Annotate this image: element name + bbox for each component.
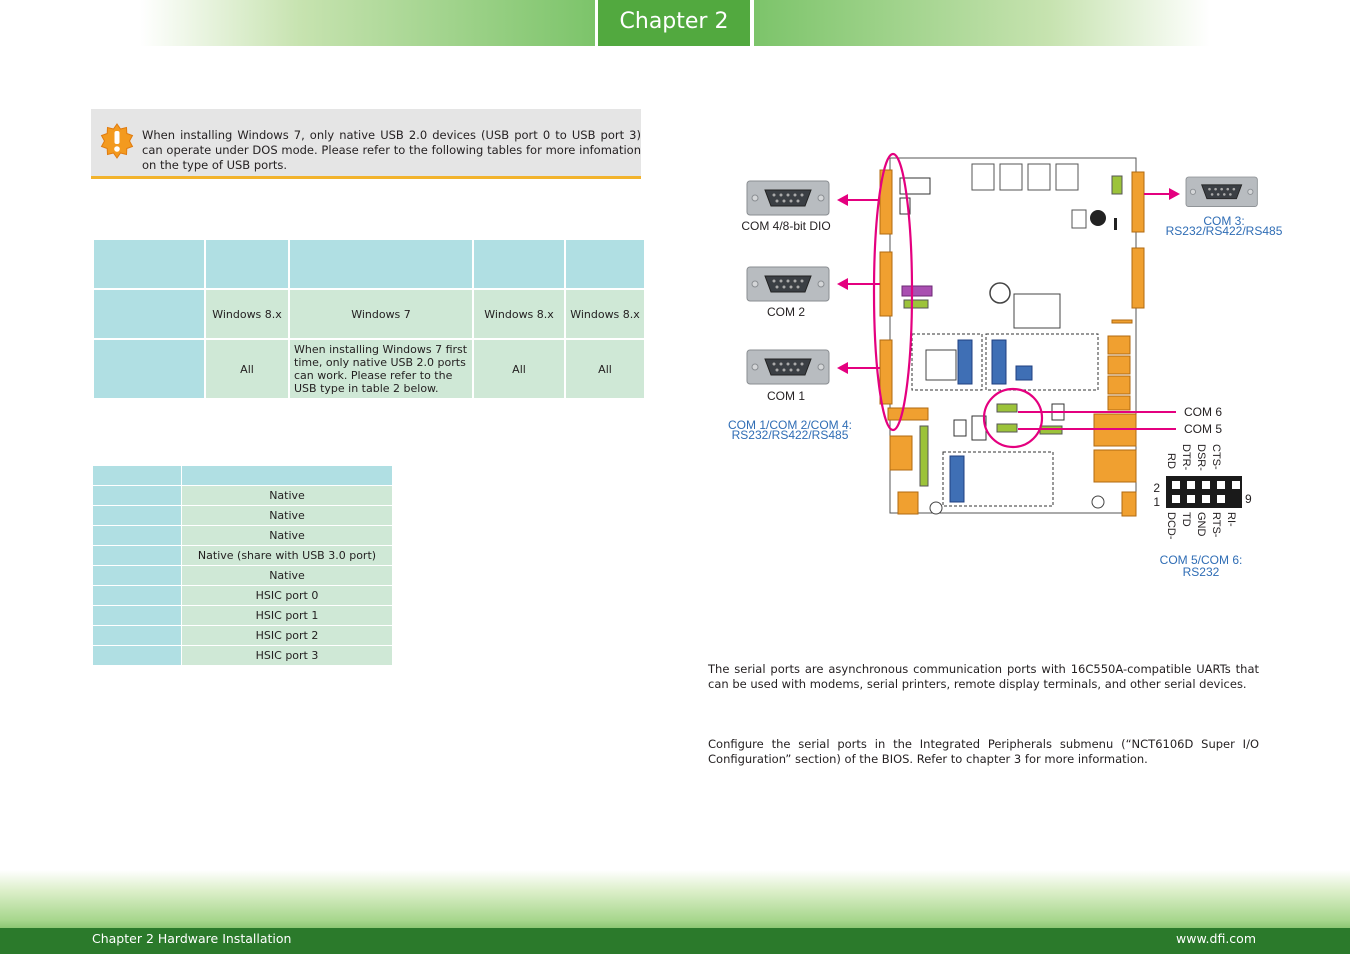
table-row: Windows 8.x Windows 7 Windows 8.x Window…	[92, 288, 646, 340]
table-cell	[472, 238, 566, 290]
table-cell: All	[204, 338, 290, 400]
com4-label: COM 4/8-bit DIO	[741, 219, 830, 233]
table-cell	[92, 505, 182, 526]
table-cell	[204, 238, 290, 290]
table-cell: When installing Windows 7 first time, on…	[288, 338, 474, 400]
com56-highlight-circle	[982, 387, 1044, 449]
pin-label: DCD-	[1165, 512, 1177, 540]
table-cell	[92, 605, 182, 626]
table-cell: HSIC port 3	[181, 645, 393, 666]
usb-type-table: Native Native Native Native (share with …	[92, 465, 393, 666]
pin-number-2: 2	[1153, 481, 1160, 495]
table-cell: Native (share with USB 3.0 port)	[181, 545, 393, 566]
table-cell: HSIC port 1	[181, 605, 393, 626]
pin-number-9: 9	[1245, 492, 1252, 506]
pin-label: DSR-	[1195, 444, 1207, 471]
table-cell: Native	[181, 565, 393, 586]
table-row: HSIC port 1	[92, 605, 393, 626]
table-cell: HSIC port 2	[181, 625, 393, 646]
table-cell	[92, 238, 206, 290]
serial-intro-paragraph: The serial ports are asynchronous commun…	[708, 662, 1259, 691]
table-cell: Native	[181, 505, 393, 526]
pin-label: RI-	[1225, 512, 1237, 527]
table-cell	[92, 625, 182, 646]
com3-caption-line2: RS232/RS422/RS485	[1166, 224, 1283, 238]
com5-label: COM 5	[1184, 422, 1222, 436]
com4-connector	[746, 180, 830, 216]
table-header-row	[92, 465, 393, 486]
com6-label: COM 6	[1184, 405, 1222, 419]
com-highlight-ellipse	[872, 152, 914, 432]
pin-label: TD	[1180, 512, 1192, 527]
table-row: HSIC port 3	[92, 645, 393, 666]
table-cell	[92, 485, 182, 506]
com1-label: COM 1	[767, 389, 805, 403]
header-gradient-left	[140, 0, 595, 46]
table-cell	[564, 238, 646, 290]
table-cell: Native	[181, 525, 393, 546]
header-gradient-right	[754, 0, 1210, 46]
table-cell	[92, 545, 182, 566]
com56-pin-header	[1166, 476, 1242, 508]
footer-chapter-label: Chapter 2 Hardware Installation	[92, 931, 292, 946]
pin-label: DTR-	[1180, 444, 1192, 471]
table-cell: Windows 8.x	[472, 288, 566, 340]
table-row: Native	[92, 565, 393, 586]
com2-connector	[746, 266, 830, 302]
table-cell	[92, 288, 206, 340]
bios-config-paragraph: Configure the serial ports in the Integr…	[708, 737, 1259, 766]
note-box: When installing Windows 7, only native U…	[91, 109, 641, 179]
table-cell: HSIC port 0	[181, 585, 393, 606]
table-cell: All	[564, 338, 646, 400]
table-row: Native	[92, 505, 393, 526]
com1-connector	[746, 349, 830, 385]
table-cell	[92, 525, 182, 546]
com3-caption-line1: COM 3:	[1203, 214, 1244, 228]
pin-label: GND	[1195, 512, 1207, 537]
table-cell: Windows 8.x	[564, 288, 646, 340]
chapter-tab: Chapter 2	[598, 0, 750, 46]
pin-number-1: 1	[1153, 495, 1160, 509]
com124-caption-line2: RS232/RS422/RS485	[732, 428, 849, 442]
com124-caption-line1: COM 1/COM 2/COM 4:	[728, 418, 852, 432]
table-cell: Native	[181, 485, 393, 506]
table-cell	[92, 338, 206, 400]
table-cell: Windows 8.x	[204, 288, 290, 340]
table-row: HSIC port 2	[92, 625, 393, 646]
table-cell	[92, 465, 182, 486]
com3-connector	[1185, 176, 1258, 208]
note-text: When installing Windows 7, only native U…	[142, 128, 641, 172]
table-row: All When installing Windows 7 first time…	[92, 338, 646, 400]
table-cell	[92, 565, 182, 586]
pin-label: RTS-	[1210, 512, 1222, 538]
table-cell: Windows 7	[288, 288, 474, 340]
table-cell	[92, 585, 182, 606]
table-cell: All	[472, 338, 566, 400]
table-row: HSIC port 0	[92, 585, 393, 606]
board-diagram: COM 4/8-bit DIO COM 2 COM 1 COM 1/COM 2/…	[728, 152, 1283, 579]
com56-caption-line2: RS232	[1183, 565, 1220, 579]
footer-url[interactable]: www.dfi.com	[1176, 931, 1256, 946]
table-row: Native	[92, 485, 393, 506]
os-support-table: Windows 8.x Windows 7 Windows 8.x Window…	[92, 238, 646, 400]
table-row: Native (share with USB 3.0 port)	[92, 545, 393, 566]
pin-label: CTS-	[1210, 444, 1222, 470]
table-header-row	[92, 238, 646, 290]
com56-caption-line1: COM 5/COM 6:	[1160, 553, 1243, 567]
pin-label: RD	[1165, 453, 1177, 469]
caution-icon	[100, 123, 134, 159]
table-cell	[181, 465, 393, 486]
table-cell	[92, 645, 182, 666]
com2-label: COM 2	[767, 305, 805, 319]
footer-strip	[0, 928, 1350, 954]
table-cell	[288, 238, 474, 290]
table-row: Native	[92, 525, 393, 546]
